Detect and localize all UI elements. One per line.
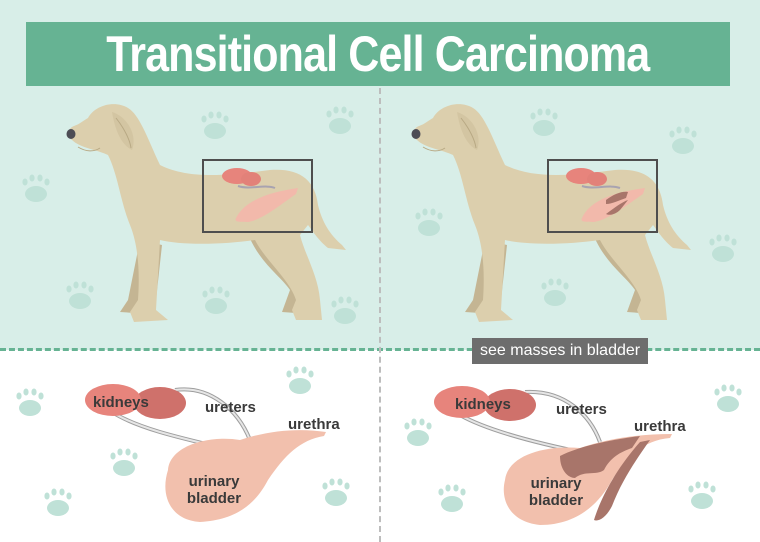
dog-carcinoma xyxy=(411,103,692,323)
organs-normal-inset xyxy=(222,168,298,222)
urinary-diagram-carcinoma xyxy=(434,386,672,525)
label-bladder-line2: bladder xyxy=(528,492,584,509)
label-bladder-carcinoma: urinary bladder xyxy=(528,475,584,509)
label-kidneys-carcinoma: kidneys xyxy=(455,396,511,413)
label-bladder-line1: urinary xyxy=(188,473,240,490)
zoom-box-carcinoma xyxy=(547,159,658,233)
title-banner: Transitional Cell Carcinoma xyxy=(26,22,730,86)
label-bladder-line2: bladder xyxy=(186,490,242,507)
label-bladder-normal: urinary bladder xyxy=(186,473,242,507)
label-ureters-carcinoma: ureters xyxy=(556,401,607,418)
zoom-box-normal xyxy=(202,159,313,233)
dog-normal xyxy=(66,103,347,323)
vertical-divider xyxy=(379,88,381,542)
label-urethra-carcinoma: urethra xyxy=(634,418,686,435)
page-title: Transitional Cell Carcinoma xyxy=(106,26,650,82)
label-ureters-normal: ureters xyxy=(205,399,256,416)
paw-icon xyxy=(201,111,229,139)
organs-carcinoma-inset xyxy=(566,168,645,222)
label-kidneys-normal: kidneys xyxy=(93,394,149,411)
urinary-diagram-normal xyxy=(85,384,326,522)
masses-callout: see masses in bladder xyxy=(472,338,649,364)
label-bladder-line1: urinary xyxy=(530,475,582,492)
label-urethra-normal: urethra xyxy=(288,416,340,433)
